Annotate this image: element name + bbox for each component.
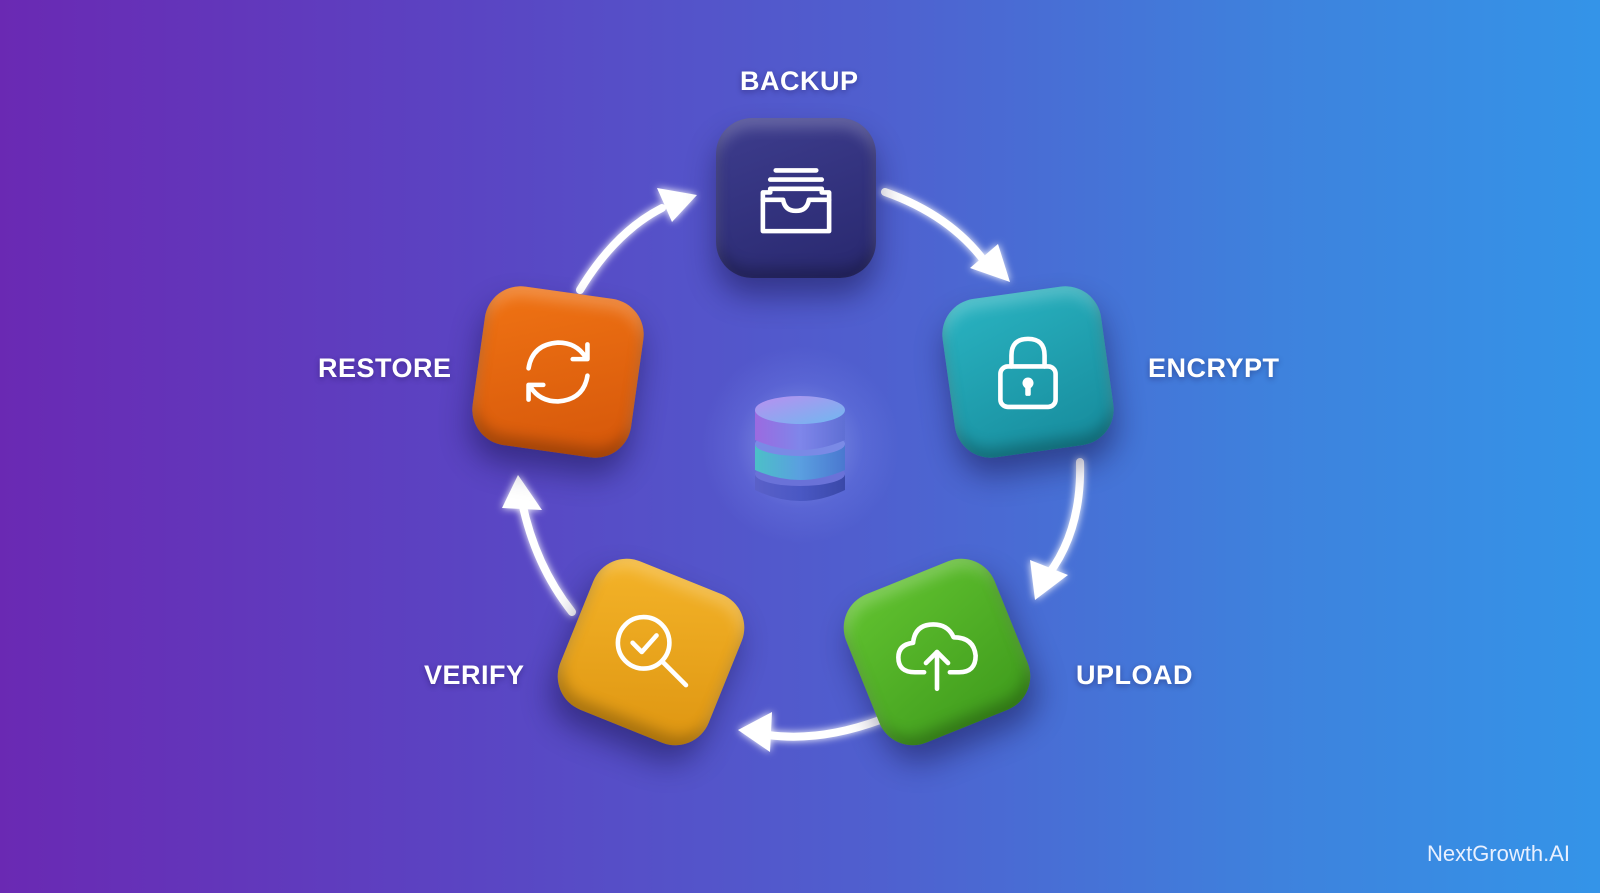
arrow-upload-to-verify	[764, 716, 884, 741]
database-icon	[755, 396, 845, 501]
step-verify	[546, 547, 756, 757]
cloud-upload-icon	[896, 622, 978, 692]
arrow-backup-to-encrypt	[881, 188, 989, 266]
brand-watermark: NextGrowth.AI	[1426, 841, 1570, 866]
lock-icon	[998, 336, 1058, 410]
arrow-restore-to-backup	[576, 204, 666, 294]
step-label-backup: BACKUP	[740, 66, 859, 96]
step-restore	[467, 281, 649, 463]
step-label-verify: VERIFY	[424, 660, 525, 690]
magnifier-check-icon	[615, 614, 689, 688]
arrowhead-restore	[502, 475, 542, 510]
step-backup	[716, 118, 876, 278]
arrowhead-backup	[657, 188, 697, 222]
arrowhead-verify	[738, 712, 772, 752]
step-label-encrypt: ENCRYPT	[1148, 353, 1280, 383]
archive-box-icon	[760, 168, 832, 234]
step-label-upload: UPLOAD	[1076, 660, 1193, 690]
step-upload	[832, 547, 1042, 757]
step-label-restore: RESTORE	[318, 353, 452, 383]
arrow-encrypt-to-upload	[1044, 458, 1085, 579]
refresh-icon	[526, 340, 590, 404]
arrow-verify-to-restore	[518, 498, 576, 616]
arrowhead-encrypt	[970, 244, 1010, 282]
arrowhead-upload	[1030, 560, 1068, 600]
step-encrypt	[937, 281, 1119, 463]
